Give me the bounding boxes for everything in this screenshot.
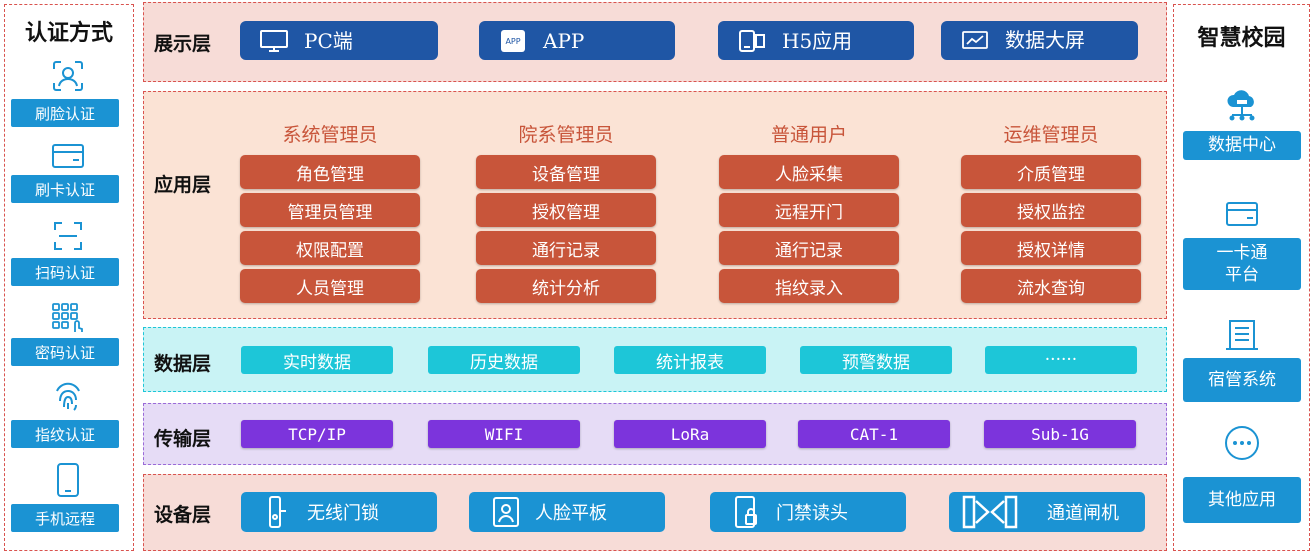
application-layer-label: 应用层 <box>154 174 212 196</box>
card-icon <box>1222 196 1262 232</box>
card-icon <box>50 138 86 174</box>
campus-item-card-platform[interactable]: 一卡通 平台 <box>1183 238 1301 290</box>
phone-icon <box>50 462 86 498</box>
data-layer-label: 数据层 <box>154 353 212 375</box>
role-deptadmin-title: 院系管理员 <box>518 124 614 146</box>
face-icon <box>50 58 86 94</box>
deptadmin-item[interactable]: 设备管理 <box>476 155 656 189</box>
deptadmin-item[interactable]: 授权管理 <box>476 193 656 227</box>
gate-icon <box>961 495 1019 529</box>
face-tablet-icon <box>491 495 521 529</box>
data-center-icon <box>1222 88 1262 124</box>
data-item[interactable]: 实时数据 <box>241 346 393 374</box>
transport-item[interactable]: CAT-1 <box>798 420 950 448</box>
campus-panel-title: 智慧校园 <box>1197 26 1286 51</box>
sysadmin-item[interactable]: 角色管理 <box>240 155 420 189</box>
display-h5-label: H5应用 <box>782 28 853 53</box>
device-gate-label: 通道闸机 <box>1047 503 1119 524</box>
keypad-icon <box>50 300 86 336</box>
auth-item-fingerprint[interactable]: 指纹认证 <box>11 420 119 448</box>
sysadmin-item[interactable]: 人员管理 <box>240 269 420 303</box>
device-layer-label: 设备层 <box>154 504 212 526</box>
opsadmin-item[interactable]: 授权监控 <box>961 193 1141 227</box>
device-reader[interactable]: 门禁读头 <box>710 492 906 532</box>
device-lock-label: 无线门锁 <box>307 503 379 524</box>
sysadmin-item[interactable]: 管理员管理 <box>240 193 420 227</box>
display-layer-label: 展示层 <box>154 33 212 55</box>
scan-icon <box>50 218 86 254</box>
device-gate[interactable]: 通道闸机 <box>949 492 1145 532</box>
auth-item-card[interactable]: 刷卡认证 <box>11 175 119 203</box>
auth-item-password[interactable]: 密码认证 <box>11 338 119 366</box>
role-opsadmin-title: 运维管理员 <box>1003 124 1099 146</box>
display-app[interactable]: APP APP <box>479 21 675 60</box>
display-h5[interactable]: H5应用 <box>718 21 914 60</box>
campus-item-data-center[interactable]: 数据中心 <box>1183 131 1301 160</box>
device-face-tablet-label: 人脸平板 <box>535 503 607 524</box>
deptadmin-item[interactable]: 统计分析 <box>476 269 656 303</box>
reader-icon <box>732 495 762 529</box>
display-dashboard[interactable]: 数据大屏 <box>941 21 1138 60</box>
building-icon <box>1222 318 1262 354</box>
transport-item[interactable]: WIFI <box>428 420 580 448</box>
role-sysadmin-title: 系统管理员 <box>282 124 378 146</box>
app-icon: APP <box>497 28 529 54</box>
user-item[interactable]: 远程开门 <box>719 193 899 227</box>
transport-item[interactable]: TCP/IP <box>241 420 393 448</box>
campus-panel <box>1173 4 1310 551</box>
h5-icon <box>736 28 768 54</box>
campus-item-card-platform-label: 一卡通 平台 <box>1216 242 1268 285</box>
monitor-icon <box>258 28 290 54</box>
opsadmin-item[interactable]: 介质管理 <box>961 155 1141 189</box>
device-face-tablet[interactable]: 人脸平板 <box>469 492 665 532</box>
display-pc-label: PC端 <box>304 28 353 53</box>
display-dashboard-label: 数据大屏 <box>1005 28 1085 52</box>
transport-item[interactable]: Sub-1G <box>984 420 1136 448</box>
opsadmin-item[interactable]: 授权详情 <box>961 231 1141 265</box>
lock-icon <box>263 495 293 529</box>
transport-layer-label: 传输层 <box>154 428 212 450</box>
data-item[interactable]: 预警数据 <box>800 346 952 374</box>
sysadmin-item[interactable]: 权限配置 <box>240 231 420 265</box>
deptadmin-item[interactable]: 通行记录 <box>476 231 656 265</box>
user-item[interactable]: 指纹录入 <box>719 269 899 303</box>
role-user-title: 普通用户 <box>770 124 847 146</box>
auth-item-phone[interactable]: 手机远程 <box>11 504 119 532</box>
display-app-label: APP <box>543 28 585 53</box>
display-pc[interactable]: PC端 <box>240 21 438 60</box>
more-icon <box>1222 425 1262 461</box>
dashboard-icon <box>959 28 991 54</box>
data-item-more[interactable]: ······ <box>985 346 1137 374</box>
device-reader-label: 门禁读头 <box>776 503 848 524</box>
auth-panel-title: 认证方式 <box>24 21 113 46</box>
campus-item-dorm[interactable]: 宿管系统 <box>1183 358 1301 402</box>
campus-item-other[interactable]: 其他应用 <box>1183 477 1301 523</box>
svg-text:APP: APP <box>505 37 520 46</box>
auth-item-scan[interactable]: 扫码认证 <box>11 258 119 286</box>
opsadmin-item[interactable]: 流水查询 <box>961 269 1141 303</box>
auth-item-face[interactable]: 刷脸认证 <box>11 99 119 127</box>
data-item[interactable]: 历史数据 <box>428 346 580 374</box>
device-lock[interactable]: 无线门锁 <box>241 492 437 532</box>
fingerprint-icon <box>50 378 86 414</box>
user-item[interactable]: 通行记录 <box>719 231 899 265</box>
data-item[interactable]: 统计报表 <box>614 346 766 374</box>
transport-item[interactable]: LoRa <box>614 420 766 448</box>
auth-panel <box>4 4 134 551</box>
user-item[interactable]: 人脸采集 <box>719 155 899 189</box>
